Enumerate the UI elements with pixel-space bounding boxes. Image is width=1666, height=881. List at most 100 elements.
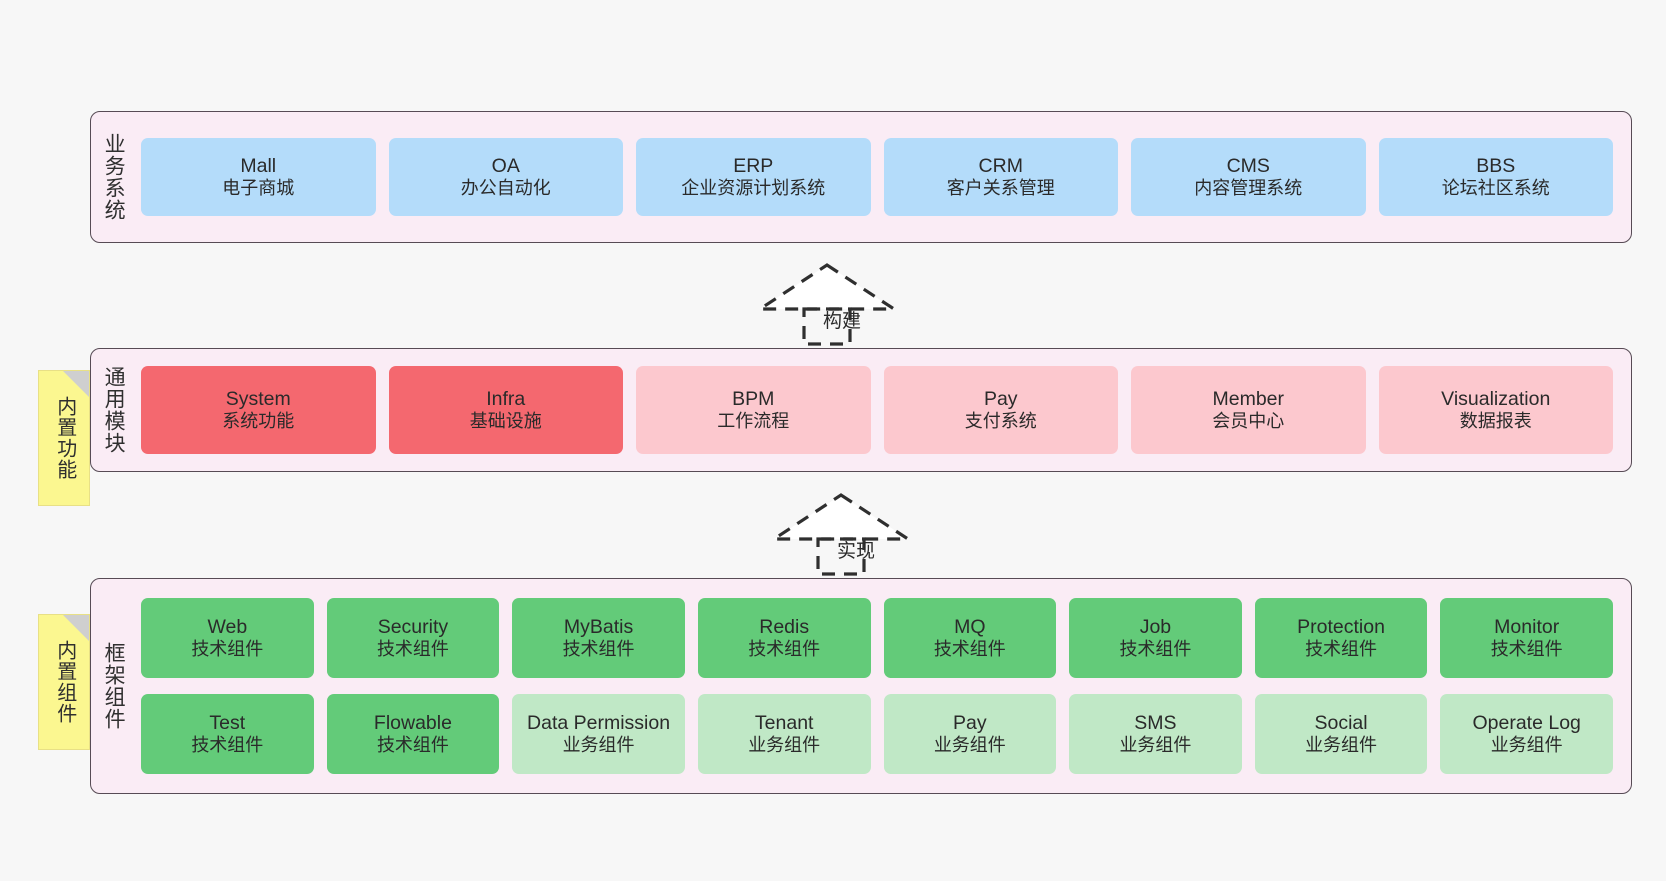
card-protection[interactable]: Protection 技术组件 [1254,598,1428,678]
layer-business-caption: 业务系统 [102,133,126,221]
layer-common-modules: 通用模块 System 系统功能 Infra 基础设施 BPM 工作流程 Pay… [90,348,1632,472]
layer-business-body: Mall 电子商城 OA 办公自动化 ERP 企业资源计划系统 CRM 客户关系… [135,112,1631,242]
layer-framework-components: 框架组件 Web 技术组件 Security 技术组件 MyBatis 技术组件… [90,578,1632,794]
card-title: Monitor [1494,616,1560,639]
card-subtitle: 论坛社区系统 [1441,177,1550,198]
business-row: Mall 电子商城 OA 办公自动化 ERP 企业资源计划系统 CRM 客户关系… [141,138,1613,216]
card-title: CRM [978,155,1023,178]
card-tenant[interactable]: Tenant 业务组件 [697,694,871,774]
card-visualization[interactable]: Visualization 数据报表 [1378,366,1613,454]
card-title: Test [209,712,246,735]
card-subtitle: 系统功能 [222,410,295,431]
layer-framework-body: Web 技术组件 Security 技术组件 MyBatis 技术组件 Redi… [135,579,1631,793]
card-pay-module[interactable]: Pay 支付系统 [883,366,1118,454]
card-title: Data Permission [527,712,671,735]
card-crm[interactable]: CRM 客户关系管理 [883,138,1118,216]
card-title: System [225,388,291,411]
card-subtitle: 技术组件 [1119,638,1192,659]
card-title: Security [377,616,449,639]
card-sms[interactable]: SMS 业务组件 [1069,694,1242,774]
layer-framework-caption: 框架组件 [102,642,126,730]
card-subtitle: 电子商城 [222,177,295,198]
card-title: Member [1212,388,1285,411]
card-title: Job [1139,616,1172,639]
card-title: Flowable [373,712,452,735]
framework-row-1: Web 技术组件 Security 技术组件 MyBatis 技术组件 Redi… [141,598,1613,678]
card-subtitle: 会员中心 [1212,410,1285,431]
note-label: 内置组件 [53,640,76,724]
card-title: CMS [1226,155,1270,178]
card-job[interactable]: Job 技术组件 [1069,598,1242,678]
card-erp[interactable]: ERP 企业资源计划系统 [636,138,871,216]
card-subtitle: 技术组件 [191,638,264,659]
card-flowable[interactable]: Flowable 技术组件 [326,694,500,774]
card-mall[interactable]: Mall 电子商城 [141,138,376,216]
card-subtitle: 客户关系管理 [946,177,1055,198]
card-title: SMS [1134,712,1177,735]
card-subtitle: 技术组件 [191,734,264,755]
card-subtitle: 工作流程 [717,410,790,431]
realization-arrow-icon [768,493,914,576]
card-title: Mall [240,155,277,178]
card-subtitle: 业务组件 [1119,734,1192,755]
card-member[interactable]: Member 会员中心 [1131,366,1366,454]
card-title: MyBatis [563,616,634,639]
card-title: Infra [486,388,526,411]
card-subtitle: 业务组件 [1490,734,1563,755]
note-fold-corner-icon [63,615,89,641]
card-infra[interactable]: Infra 基础设施 [388,366,623,454]
card-test[interactable]: Test 技术组件 [141,694,314,774]
connector-implement: 实现 [768,492,914,576]
card-subtitle: 技术组件 [562,638,635,659]
card-data-permission[interactable]: Data Permission 业务组件 [512,694,685,774]
card-subtitle: 支付系统 [964,410,1037,431]
card-mybatis[interactable]: MyBatis 技术组件 [512,598,685,678]
card-redis[interactable]: Redis 技术组件 [697,598,871,678]
card-title: ERP [733,155,774,178]
card-bbs[interactable]: BBS 论坛社区系统 [1378,138,1613,216]
card-system[interactable]: System 系统功能 [141,366,376,454]
connector-build: 构建 [754,262,900,346]
layer-modules-caption: 通用模块 [102,366,126,454]
card-title: Social [1314,712,1368,735]
card-subtitle: 数据报表 [1459,410,1532,431]
card-title: Pay [983,388,1018,411]
card-pay-component[interactable]: Pay 业务组件 [883,694,1057,774]
card-title: BBS [1476,155,1516,178]
card-social[interactable]: Social 业务组件 [1254,694,1428,774]
realization-arrow-icon [754,263,900,346]
card-title: Operate Log [1472,712,1581,735]
card-subtitle: 基础设施 [469,410,542,431]
card-operate-log[interactable]: Operate Log 业务组件 [1440,694,1613,774]
card-title: Tenant [754,712,814,735]
card-title: Redis [759,616,810,639]
card-cms[interactable]: CMS 内容管理系统 [1131,138,1366,216]
card-web[interactable]: Web 技术组件 [141,598,314,678]
card-subtitle: 技术组件 [748,638,821,659]
card-subtitle: 内容管理系统 [1194,177,1303,198]
card-subtitle: 技术组件 [933,638,1006,659]
card-subtitle: 技术组件 [376,734,449,755]
card-bpm[interactable]: BPM 工作流程 [636,366,871,454]
card-title: Protection [1297,616,1385,639]
card-subtitle: 办公自动化 [460,177,551,198]
card-title: MQ [954,616,986,639]
card-subtitle: 技术组件 [1490,638,1563,659]
note-label: 内置功能 [53,396,76,480]
card-title: Visualization [1441,388,1551,411]
card-monitor[interactable]: Monitor 技术组件 [1440,598,1613,678]
connector-build-label: 构建 [823,311,862,332]
card-subtitle: 技术组件 [376,638,449,659]
note-builtin-features: 内置功能 [38,370,90,506]
card-subtitle: 技术组件 [1305,638,1378,659]
card-title: OA [491,155,520,178]
card-mq[interactable]: MQ 技术组件 [883,598,1057,678]
card-security[interactable]: Security 技术组件 [326,598,500,678]
card-subtitle: 业务组件 [748,734,821,755]
note-fold-corner-icon [63,371,89,397]
layer-modules-body: System 系统功能 Infra 基础设施 BPM 工作流程 Pay 支付系统… [135,349,1631,471]
card-oa[interactable]: OA 办公自动化 [388,138,623,216]
card-subtitle: 业务组件 [933,734,1006,755]
framework-row-2: Test 技术组件 Flowable 技术组件 Data Permission … [141,694,1613,774]
connector-implement-label: 实现 [837,541,876,562]
